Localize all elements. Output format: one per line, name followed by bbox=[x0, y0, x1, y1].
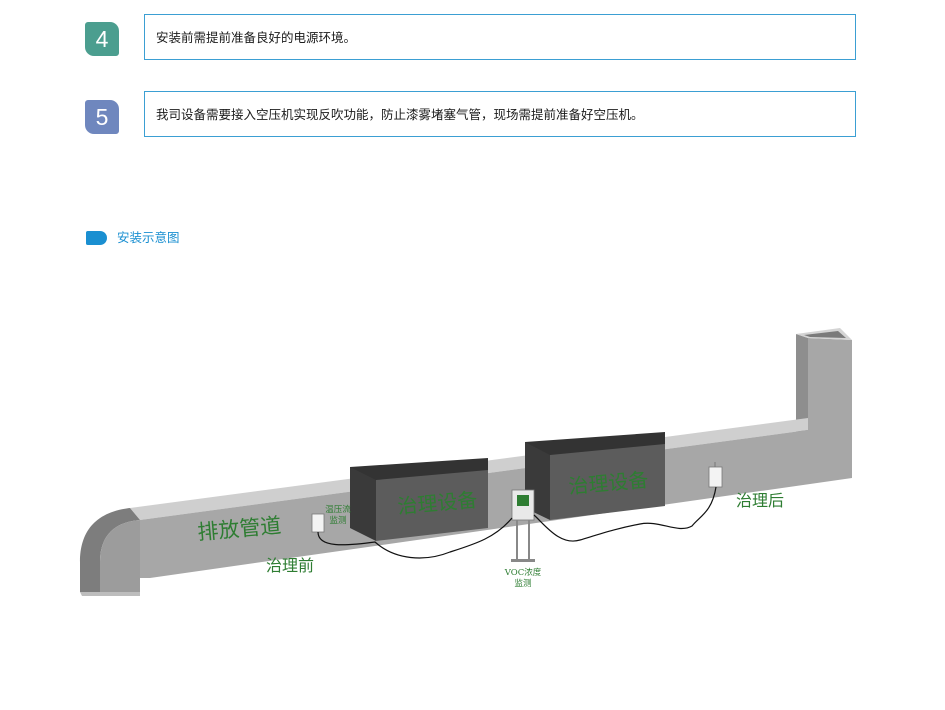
duct-front-face bbox=[140, 430, 852, 578]
step-4-number-badge: 4 bbox=[85, 22, 119, 56]
sensor-box-after bbox=[708, 466, 723, 488]
voc-stand-base bbox=[511, 559, 535, 562]
stack-inner bbox=[804, 331, 846, 338]
sensor-label-line2: 监测 bbox=[329, 515, 346, 526]
elbow-bottom-opening bbox=[80, 592, 140, 596]
device-1-side bbox=[350, 467, 376, 541]
step-5-text-box: 我司设备需要接入空压机实现反吹功能，防止漆雾堵塞气管，现场需提前准备好空压机。 bbox=[144, 91, 856, 137]
after-treatment-label: 治理后 bbox=[736, 491, 784, 510]
voc-cabinet-screen bbox=[517, 495, 529, 506]
elbow-front-face bbox=[100, 520, 140, 592]
voc-label-line2: 监测 bbox=[514, 578, 531, 589]
cable-before-sensor bbox=[317, 517, 513, 559]
sensor-box-before bbox=[311, 513, 325, 533]
cable-voc-device2 bbox=[533, 486, 717, 542]
elbow-side-face bbox=[80, 508, 140, 592]
step-4-text-box: 安装前需提前准备良好的电源环境。 bbox=[144, 14, 856, 60]
device-1-front bbox=[376, 470, 488, 541]
step-5-number-badge: 5 bbox=[85, 100, 119, 134]
section-title: 安装示意图 bbox=[117, 230, 180, 245]
stack-front-face bbox=[808, 338, 852, 475]
section-marker-icon bbox=[86, 231, 107, 245]
device-2-front bbox=[550, 444, 665, 520]
sensor-label-line1: 温压流 bbox=[325, 504, 351, 515]
installation-diagram: 治理设备 治理设备 排放管道 温压流 监测 治理前 治理后 VOC浓度 监测 bbox=[80, 328, 852, 596]
voc-label-line1: VOC浓度 bbox=[504, 567, 542, 578]
before-treatment-label: 治理前 bbox=[266, 556, 314, 575]
